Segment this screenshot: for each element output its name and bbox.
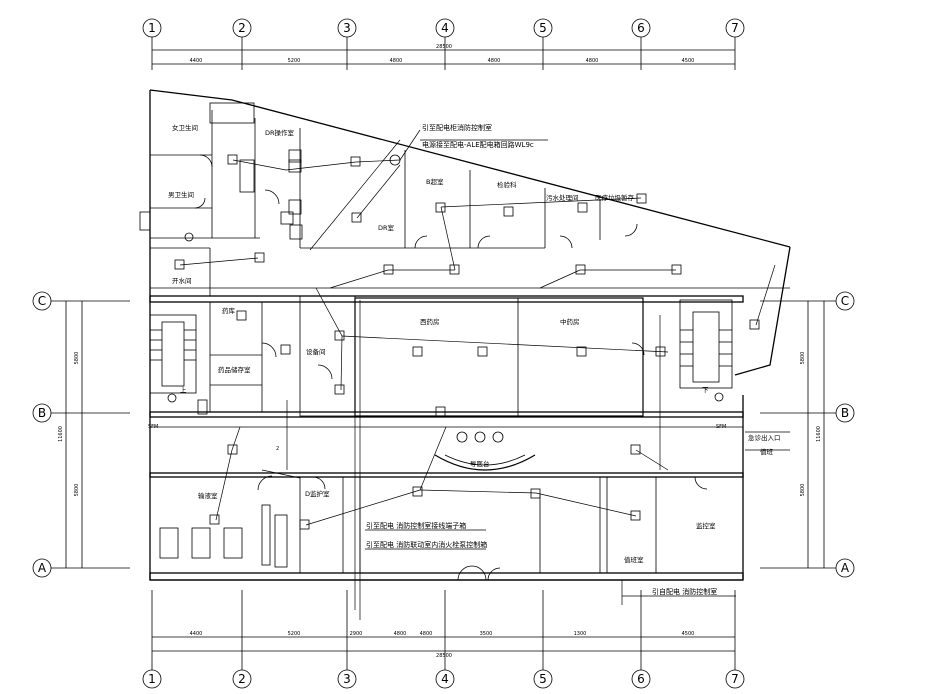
room-mens-wc: 男卫生间 [168, 190, 194, 199]
room-infusion: 输液室 [198, 491, 218, 500]
axis-5-top: 5 [539, 21, 547, 35]
room-equipment: 设备间 [306, 347, 326, 356]
room-drug-storage: 药品储存室 [218, 365, 251, 374]
dim-top-2: 5200 [288, 58, 301, 64]
upper-rooms [139, 110, 638, 296]
dim-bottom-3: 2900 [350, 631, 363, 637]
axis-c-right: C [841, 294, 849, 308]
dimension-labels: 4400 5200 4800 4800 4800 4500 28500 4400… [58, 44, 822, 659]
axis-4-bottom: 4 [441, 672, 449, 686]
dim-left-total: 11600 [58, 426, 64, 442]
dim-bottom-8: 4500 [682, 631, 695, 637]
room-duty: 值班室 [624, 555, 644, 564]
axis-6-bottom: 6 [637, 672, 645, 686]
axis-2-top: 2 [238, 21, 246, 35]
note-power-source: 电源接至配电-ALE配电箱回路WL9c [422, 140, 534, 149]
dim-top-6: 4500 [682, 58, 695, 64]
axis-3-bottom: 3 [343, 672, 351, 686]
label-sfm-left: SFM [148, 424, 158, 430]
dim-bottom-7: 1300 [574, 631, 587, 637]
side-axis-bubbles [32, 291, 855, 578]
room-dr-operation: DR操作室 [265, 128, 295, 137]
note-fire-control-bottom: 引自配电 消防控制室 [652, 587, 717, 596]
label-2: 2 [276, 446, 279, 452]
axis-a-right: A [841, 561, 850, 575]
room-western-pharmacy: 西药房 [420, 317, 440, 326]
dim-bottom-4: 4800 [394, 631, 407, 637]
stair-up-left: 上 [180, 385, 187, 394]
dim-top-total: 28500 [436, 44, 452, 50]
note-fire-control-top: 引至配电柜消防控制室 [422, 123, 492, 132]
wiring [150, 129, 790, 620]
device-symbols [167, 102, 760, 530]
axis-4-top: 4 [441, 21, 449, 35]
axis-1-top: 1 [148, 21, 156, 35]
room-sewage: 污水处理间 [546, 193, 579, 202]
axis-labels: 1 2 3 4 5 6 7 1 2 3 4 5 6 7 C B A C B A [38, 21, 850, 686]
left-stair [149, 314, 197, 394]
label-sfm-right: SFM [716, 424, 726, 430]
note-fire-display: 引至配电 消防控制室接线端子箱 [366, 521, 466, 530]
room-d: D监护室 [305, 489, 330, 498]
dim-bottom-2: 5200 [288, 631, 301, 637]
stair-down-right: 下 [702, 386, 709, 394]
lower-rooms [159, 431, 744, 581]
dim-bottom-6: 3500 [480, 631, 493, 637]
label-emergency-entrance: 急诊出入口 [748, 433, 781, 442]
room-reception: 导医台 [470, 459, 490, 468]
room-womens-wc: 女卫生间 [172, 123, 198, 132]
axis-a-left: A [38, 561, 47, 575]
axis-6-top: 6 [637, 21, 645, 35]
right-stair [679, 299, 733, 389]
dim-left-2: 5800 [74, 484, 80, 497]
bottom-axis-bubbles [142, 590, 745, 689]
dim-top-3: 4800 [390, 58, 403, 64]
axis-5-bottom: 5 [539, 672, 547, 686]
axis-3-top: 3 [343, 21, 351, 35]
dim-left-1: 5800 [74, 352, 80, 365]
dim-top-4: 4800 [488, 58, 501, 64]
dim-bottom-total: 28500 [436, 653, 452, 659]
axis-b-left: B [38, 406, 46, 420]
top-axis-bubbles [142, 18, 745, 70]
axis-1-bottom: 1 [148, 672, 156, 686]
dim-top-5: 4800 [586, 58, 599, 64]
room-lab: 检验科 [497, 180, 517, 189]
room-monitor: 监控室 [696, 521, 716, 530]
room-dr: DR室 [378, 223, 395, 232]
dim-bottom-1: 4400 [190, 631, 203, 637]
room-water: 开水间 [172, 276, 192, 285]
axis-b-right: B [841, 406, 849, 420]
room-chinese-pharmacy: 中药房 [560, 317, 580, 326]
annotations: 引至配电柜消防控制室 电源接至配电-ALE配电箱回路WL9c 引至配电 消防控制… [148, 123, 726, 596]
room-b-ultrasound: B超室 [426, 177, 444, 186]
dim-bottom-5: 4800 [420, 631, 433, 637]
dim-right-1: 5800 [800, 352, 806, 365]
axis-c-left: C [38, 294, 46, 308]
note-fire-linkage: 引至配电 消防联动室内消火栓泵控制箱 [366, 540, 487, 549]
dim-right-total: 11600 [816, 426, 822, 442]
room-medical-waste: 医疗垃圾暂存 [595, 193, 635, 202]
axis-7-top: 7 [731, 21, 739, 35]
label-guard: 值班 [760, 447, 774, 456]
axis-2-bottom: 2 [238, 672, 246, 686]
dim-right-2: 5800 [800, 484, 806, 497]
building-outline [149, 89, 791, 581]
axis-7-bottom: 7 [731, 672, 739, 686]
room-elevator: 药库 [222, 306, 236, 315]
dim-top-1: 4400 [190, 58, 203, 64]
room-labels: 女卫生间 男卫生间 DR操作室 DR室 B超室 检验科 污水处理间 医疗垃圾暂存… [168, 123, 781, 564]
